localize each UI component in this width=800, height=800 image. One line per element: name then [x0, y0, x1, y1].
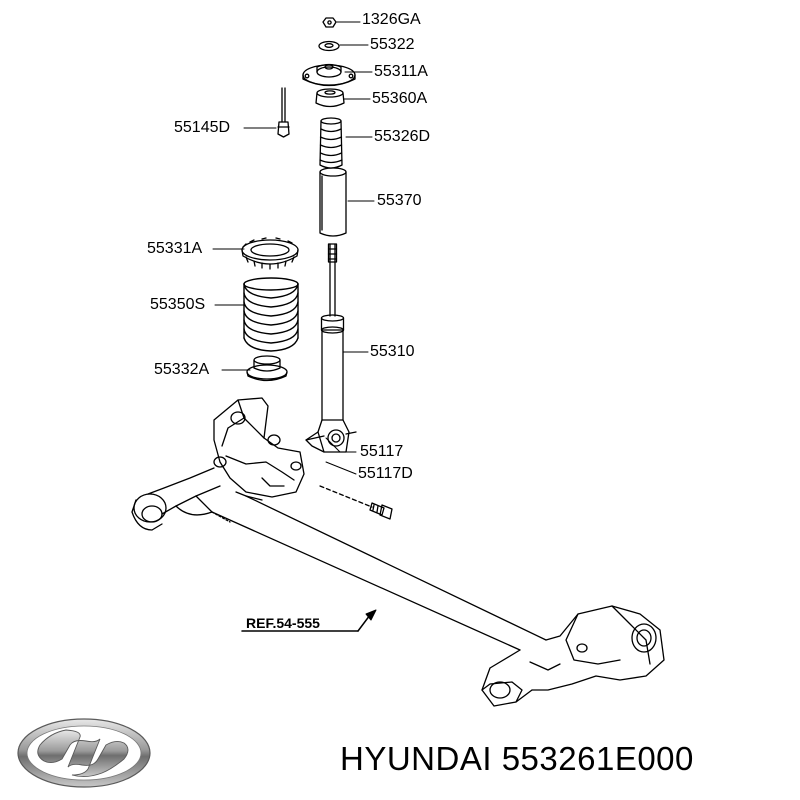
shock-absorber-55310-shape: [305, 243, 357, 453]
label-55332a: 55332A: [154, 361, 210, 378]
label-55117: 55117: [360, 443, 404, 460]
label-55310: 55310: [370, 343, 415, 360]
label-55311a: 55311A: [374, 63, 428, 80]
bumper-cup-55360a-shape: [315, 88, 345, 108]
lower-spring-seat-55332a-shape: [246, 355, 288, 382]
bolt-55145d-shape: [277, 87, 290, 138]
torsion-beam-axle-shape: [131, 397, 665, 707]
label-55145d: 55145D: [174, 119, 231, 136]
top-mount-55311a-shape: [302, 63, 356, 87]
part-caption: HYUNDAI 553261E000: [340, 740, 694, 778]
label-55370: 55370: [377, 192, 422, 209]
bump-stopper-55326d-shape: [319, 117, 343, 169]
hyundai-logo-icon: [17, 718, 151, 788]
upper-spring-seat-55331a-shape: [241, 237, 299, 270]
coil-spring-55350s-shape: [243, 277, 299, 352]
dust-cover-55370-shape: [319, 167, 347, 237]
label-55326d: 55326D: [374, 128, 431, 145]
label-1326ga: 1326GA: [362, 11, 421, 28]
reference-label: REF.54-555: [246, 615, 320, 631]
bolt-55117-shape: [319, 485, 393, 520]
leader-lines: [212, 21, 377, 632]
label-55117d: 55117D: [358, 465, 413, 482]
nut-1326ga-shape: [322, 17, 337, 28]
part-number: 553261E000: [501, 740, 694, 777]
label-55322: 55322: [370, 36, 415, 53]
label-55331a: 55331A: [147, 240, 203, 257]
washer-55322-shape: [318, 40, 340, 52]
label-55360a: 55360A: [372, 90, 428, 107]
label-55350s: 55350S: [150, 296, 206, 313]
brand-name: HYUNDAI: [340, 740, 493, 777]
